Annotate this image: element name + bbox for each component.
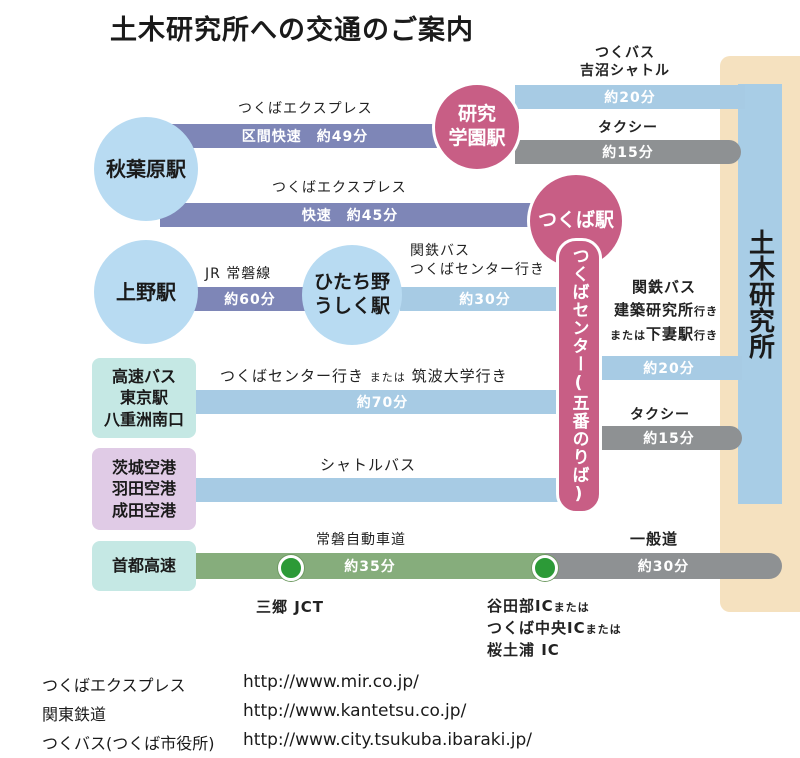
taxi-1-time: 約15分	[602, 145, 654, 161]
kanto-bus-2-dest-b: 下妻駅	[646, 324, 695, 343]
tsukuba-center-label: つくばセンター(五番のりば)	[568, 247, 589, 505]
kanto-bus-1-time: 約30分	[459, 292, 511, 308]
joban-expressway-bar: 約35分	[190, 553, 550, 579]
airport-line-3: 成田空港	[111, 500, 176, 520]
airport-line-1: 茨城空港	[111, 457, 176, 477]
highway-dest-b: 筑波大学行き	[411, 367, 508, 385]
jr-joban-label: JR 常磐線	[205, 266, 272, 282]
tsukubus-line: 吉沼シャトル	[580, 63, 670, 80]
link-url-tx[interactable]: http://www.mir.co.jp/	[243, 672, 419, 692]
kanto-bus-1-label: 関鉄バス つくばセンター行き	[410, 242, 545, 280]
tsukubus-name: つくバス	[595, 45, 655, 61]
kanto-bus-2-bar: 約20分	[596, 356, 742, 380]
jr-joban-bar: 約60分	[180, 287, 320, 311]
link-url-kantetsu[interactable]: http://www.kantetsu.co.jp/	[243, 701, 467, 721]
tsukuba-station: つくば駅	[527, 172, 625, 270]
shuto-expressway-origin: 首都高速	[92, 541, 196, 591]
ueno-station: 上野駅	[94, 240, 198, 344]
hitachino-ushiku-station: ひたち野うしく駅	[302, 245, 402, 345]
taxi-1-bar: 約15分	[515, 140, 741, 164]
kanto-bus-2-or: または	[610, 328, 646, 342]
highway-bus-time: 約70分	[356, 395, 409, 411]
taxi-2-time: 約15分	[643, 431, 695, 447]
tsukubus-time: 約20分	[604, 90, 656, 106]
link-name-kantetsu: 関東鉄道	[42, 705, 107, 724]
ic-tsukuba-chuo: つくば中央IC	[487, 618, 586, 637]
kanto-bus-1-bar: 約30分	[400, 287, 570, 311]
destination-label: 土木研究所	[744, 229, 775, 359]
taxi-2-label: タクシー	[630, 407, 690, 423]
highway-bus-label: つくばセンター行き または 筑波大学行き	[220, 365, 508, 386]
taxi-1-label: タクシー	[598, 120, 658, 136]
hitachino-label-1: ひたち野	[313, 271, 390, 294]
kanto-bus-2-suffix-b: 行き	[694, 328, 719, 342]
joban-expressway-label: 常磐自動車道	[316, 532, 406, 548]
highway-bus-bar: 約70分	[195, 390, 570, 414]
highway-dest-a: つくばセンター行き	[220, 367, 365, 385]
highway-origin-line-3: 八重洲南口	[103, 409, 184, 429]
tx-express-time: 快速 約45分	[301, 208, 399, 224]
link-url-tsukubus[interactable]: http://www.city.tsukuba.ibaraki.jp/	[243, 730, 532, 750]
tx-rapid-label: つくばエクスプレス	[238, 101, 373, 117]
kanto-bus-2-suffix-a: 行き	[694, 305, 719, 319]
ic-or-1: または	[553, 601, 590, 614]
highway-origin-line-1: 高速バス	[111, 366, 176, 386]
highway-origin-line-2: 東京駅	[119, 388, 168, 408]
ic-sakura-tsuchiura: 桜土浦 IC	[487, 640, 560, 659]
shuto-label: 首都高速	[111, 556, 176, 576]
ic-or-2: または	[585, 622, 622, 636]
kenkyu-gakuen-station: 研究学園駅	[432, 82, 522, 172]
kanto-bus-2-label: 関鉄バス 建築研究所行き または下妻駅行き	[610, 276, 718, 346]
misato-jct-marker	[278, 555, 304, 581]
kanto-bus-2-name: 関鉄バス	[632, 278, 697, 296]
tx-rapid-time: 区間快速 約49分	[241, 129, 369, 145]
kenkyu-label-2: 学園駅	[448, 127, 506, 149]
kanto-bus-1-name: 関鉄バス	[410, 243, 470, 259]
misato-jct-label: 三郷 JCT	[256, 598, 325, 616]
tsukuba-center-bus-stop: つくばセンター(五番のりば)	[556, 238, 602, 514]
tsukubus-label: つくバス 吉沼シャトル	[580, 44, 670, 80]
joban-expressway-time: 約35分	[344, 559, 396, 575]
tsukubus-bar: 約20分	[515, 85, 745, 109]
tx-rapid-bar: 区間快速 約49分	[160, 124, 450, 148]
shuttle-bus-bar	[195, 478, 570, 502]
airport-line-2: 羽田空港	[111, 479, 176, 499]
tsukuba-label: つくば駅	[537, 209, 614, 232]
tx-express-bar: 快速 約45分	[160, 203, 540, 227]
highway-bus-origin: 高速バス 東京駅 八重洲南口	[92, 358, 196, 438]
kanto-bus-2-time: 約20分	[643, 361, 695, 377]
highway-or: または	[369, 371, 406, 384]
jr-joban-time: 約60分	[224, 292, 276, 308]
ueno-label: 上野駅	[116, 279, 176, 304]
page-title: 土木研究所への交通のご案内	[110, 15, 474, 46]
interchange-list: 谷田部ICまたは つくば中央ICまたは 桜土浦 IC	[487, 596, 622, 661]
akihabara-station: 秋葉原駅	[94, 117, 198, 221]
link-name-tx: つくばエクスプレス	[42, 676, 186, 695]
taxi-2-bar: 約15分	[596, 426, 742, 450]
kenkyu-label-1: 研究	[457, 103, 496, 126]
general-road-label: 一般道	[630, 530, 679, 548]
kanto-bus-1-destination: つくばセンター行き	[410, 261, 545, 278]
destination-box: 土木研究所	[738, 84, 782, 504]
shuttle-bus-label: シャトルバス	[320, 456, 417, 474]
ic-marker	[532, 555, 558, 581]
tx-express-label: つくばエクスプレス	[272, 180, 407, 196]
akihabara-label: 秋葉原駅	[106, 156, 186, 181]
kanto-bus-2-dest-a: 建築研究所	[614, 301, 695, 320]
ic-yatabe: 谷田部IC	[487, 597, 554, 615]
link-name-tsukubus: つくバス(つくば市役所)	[42, 734, 215, 753]
general-road-bar: 約30分	[545, 553, 782, 579]
general-road-time: 約30分	[637, 559, 690, 575]
airports-origin: 茨城空港 羽田空港 成田空港	[92, 448, 196, 530]
hitachino-label-2: うしく駅	[313, 295, 390, 317]
